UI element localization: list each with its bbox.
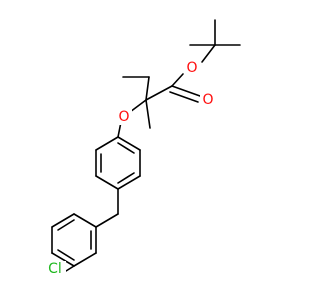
bond-quaternary-methyl: [145, 99, 151, 129]
chlorine-label: Cl: [48, 261, 62, 277]
bond-ring1-c: [95, 175, 119, 190]
bond-ring2-chlorine: [65, 265, 75, 272]
bond-carbonyl-double-2: [169, 91, 199, 103]
bond-ring1-inner-2: [117, 172, 135, 184]
bond-quaternary-ether-oxygen: [129, 99, 147, 113]
carbonyl-oxygen-atom: O: [200, 92, 216, 109]
molecule-structure-drawing: O O O Cl: [42, 19, 241, 278]
bond-ring2-inner-2: [57, 249, 75, 261]
bond-tbu-c-ester-oxygen: [201, 44, 216, 63]
carbonyl-oxygen-label: O: [202, 92, 213, 108]
bond-ring2-inner-3: [57, 219, 75, 231]
bond-ring1-inner-3: [117, 142, 135, 154]
ester-oxygen-label: O: [186, 60, 197, 76]
bond-layer: [51, 19, 241, 272]
bond-quaternary-ethyl-ch2: [145, 76, 150, 101]
ester-oxygen-atom: O: [184, 59, 200, 76]
chlorine-atom: Cl: [42, 261, 66, 278]
atom-label-layer: O O O Cl: [42, 59, 216, 278]
bond-ring1-d: [117, 175, 141, 190]
bond-ring2-c: [51, 252, 75, 267]
bond-ring2-f: [73, 213, 97, 228]
ether-oxygen-atom: O: [116, 108, 132, 125]
bond-carbonyl-double-1: [171, 85, 201, 97]
bond-ester-oxygen-carbonyl-carbon: [171, 73, 184, 87]
bond-carbonyl-carbon-quaternary: [145, 85, 173, 101]
ether-oxygen-label: O: [118, 109, 129, 125]
bond-ring1-a: [95, 136, 119, 151]
bond-benzylic-ch2-ring2: [95, 213, 119, 228]
bond-ring2-b: [73, 252, 97, 267]
bond-ring2-e: [51, 213, 75, 228]
bond-ring1-f: [117, 136, 141, 151]
